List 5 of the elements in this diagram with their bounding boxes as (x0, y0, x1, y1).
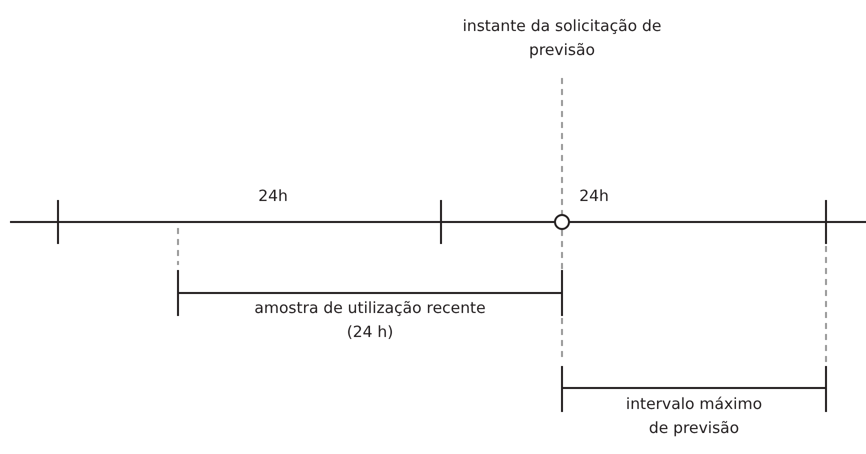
duration-label: 24h (257, 186, 289, 207)
duration-label: 24h (578, 186, 610, 207)
annotation-text: instante da solicitação de previsão (462, 16, 662, 61)
interval-label: amostra de utilização recente (24 h) (253, 298, 487, 343)
interval-label: intervalo máximo de previsão (624, 394, 764, 439)
